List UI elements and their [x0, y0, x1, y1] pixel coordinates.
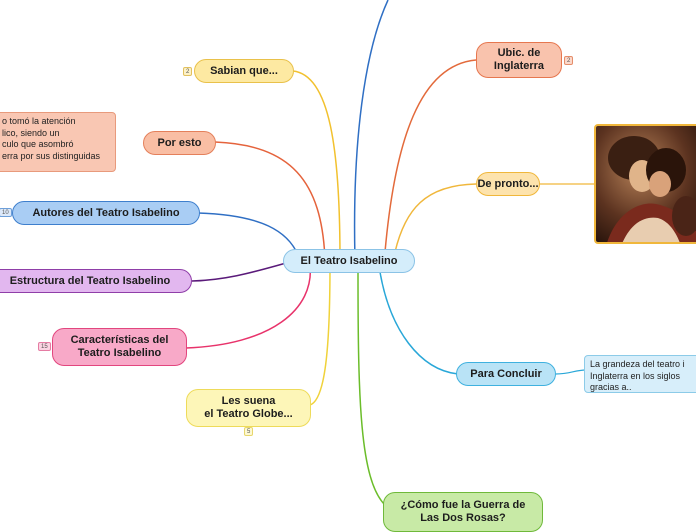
link-concluir-note: [555, 369, 587, 375]
link-top: [353, 0, 389, 261]
topic-autores[interactable]: Autores del Teatro Isabelino: [12, 201, 200, 225]
link-concluir: [379, 271, 459, 375]
badge-caracteristicas[interactable]: 15: [38, 342, 51, 351]
romantic-couple-painting[interactable]: [594, 124, 696, 244]
topic-pronto[interactable]: De pronto...: [476, 172, 540, 196]
central-topic[interactable]: El Teatro Isabelino: [283, 249, 415, 273]
topic-sabian[interactable]: Sabian que...: [194, 59, 294, 83]
topic-globe[interactable]: Les suena el Teatro Globe...: [186, 389, 311, 427]
link-globe: [309, 263, 331, 406]
link-porq: [214, 141, 326, 261]
badge-globe[interactable]: 5: [244, 427, 254, 436]
badge-sabian[interactable]: 2: [183, 67, 193, 76]
badge-autores[interactable]: 10: [0, 208, 12, 217]
topic-porq[interactable]: Por esto: [143, 131, 216, 155]
topic-guerra[interactable]: ¿Cómo fue la Guerra de Las Dos Rosas?: [383, 492, 543, 532]
connector-lines: [185, 0, 596, 506]
topic-ubic[interactable]: Ubic. de Inglaterra: [476, 42, 562, 78]
link-guerra: [357, 271, 386, 506]
link-estructura: [191, 261, 291, 282]
topic-caracteristicas[interactable]: Características del Teatro Isabelino: [52, 328, 187, 366]
badge-ubic[interactable]: 2: [564, 56, 574, 65]
link-caracteristicas: [185, 263, 312, 349]
note-porq[interactable]: o tomó la atención lico, siendo un culo …: [0, 112, 116, 172]
topic-concluir[interactable]: Para Concluir: [456, 362, 556, 386]
link-sabian: [292, 70, 341, 261]
link-pronto: [394, 183, 477, 253]
link-ubic: [384, 59, 477, 253]
note-concluir[interactable]: La grandeza del teatro i Inglaterra en l…: [584, 355, 696, 393]
topic-estructura[interactable]: Estructura del Teatro Isabelino: [0, 269, 192, 293]
